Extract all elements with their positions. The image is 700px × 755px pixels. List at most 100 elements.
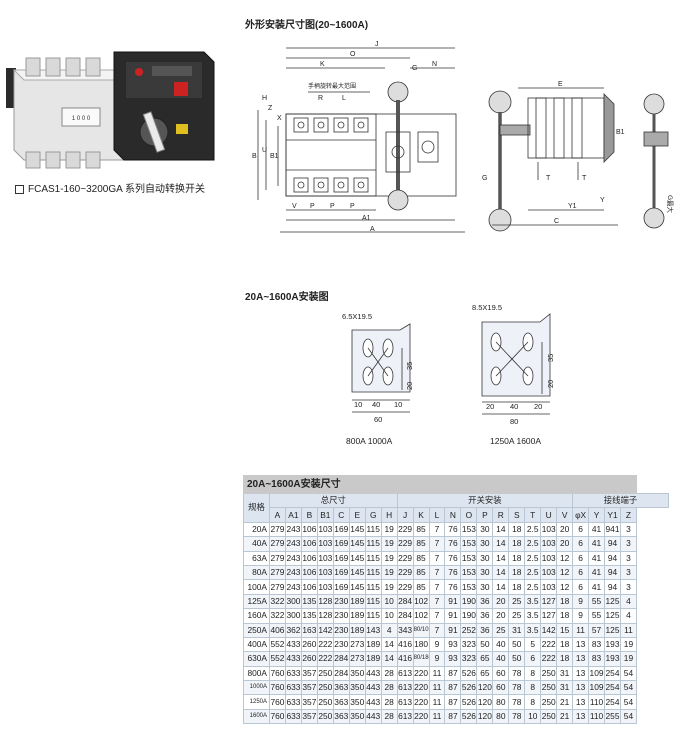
table-cell: 169 (332, 550, 350, 566)
table-cell: 243 (284, 579, 302, 595)
table-cell: 254 (604, 665, 621, 682)
table-cell: 11 (572, 622, 590, 638)
column-header: C (332, 507, 350, 523)
table-cell: 106 (300, 521, 318, 538)
table-cell: 760 (269, 708, 286, 725)
table-cell: 2.5 (524, 521, 542, 538)
table-cell: 433 (284, 651, 302, 667)
table-cell: 243 (284, 564, 302, 581)
table-cell: 115 (364, 521, 382, 538)
table-cell: 80/102 (412, 622, 430, 638)
table-cell: 362 (284, 622, 302, 638)
dim-A1: A1 (362, 215, 371, 222)
table-cell: 526 (460, 680, 478, 696)
table-cell: 36 (476, 608, 494, 624)
table-cell: 28 (380, 680, 398, 696)
side-dim-B1: B1 (616, 129, 625, 136)
table-cell: 142 (540, 622, 558, 638)
table-cell: 110 (588, 708, 606, 725)
table-cell: 189 (364, 651, 382, 667)
table-cell: 552 (269, 636, 286, 653)
table-cell: 7 (428, 608, 446, 624)
table-cell: 18 (508, 564, 526, 581)
table-cell: 250 (316, 680, 334, 696)
row-model: 125A (243, 593, 270, 610)
table-cell: 103 (316, 564, 334, 581)
table-cell: 153 (460, 536, 478, 552)
side-view-drawing: E B1 T T Y Y1 C G G最大 (478, 70, 678, 240)
table-cell: 115 (364, 550, 382, 566)
table-cell: 2.5 (524, 579, 542, 595)
table-cell: 350 (348, 680, 366, 696)
table-cell: 7 (428, 536, 446, 552)
table-cell: 633 (284, 694, 302, 710)
table-cell: 78 (508, 680, 526, 696)
table-cell: 363 (332, 708, 350, 725)
table-cell: 279 (269, 536, 286, 552)
column-header: φX (572, 507, 590, 523)
table-cell: 54 (619, 694, 637, 710)
row-model: 400A (243, 636, 270, 653)
group-header: 接线端子 (572, 492, 669, 509)
table-cell: 193 (604, 636, 621, 653)
side-dim-Y: Y (600, 197, 605, 204)
table-cell: 6 (572, 536, 590, 552)
dim-B1: B1 (270, 153, 279, 160)
dim-U: U (262, 147, 267, 154)
table-cell: 115 (364, 593, 382, 610)
left-d1: 10 (354, 400, 362, 409)
table-cell: 18 (508, 579, 526, 595)
column-header: T (524, 507, 542, 523)
table-cell: 229 (396, 536, 414, 552)
table-cell: 57 (588, 622, 606, 638)
table-cell: 343 (396, 622, 414, 638)
table-cell: 250 (540, 708, 558, 725)
row-model: 1600A (243, 708, 270, 725)
table-cell: 18 (556, 593, 574, 610)
table-cell: 145 (348, 564, 366, 581)
row-model: 100A (243, 579, 270, 595)
dim-J: J (375, 41, 379, 48)
left-base-dim: 20 (405, 382, 414, 390)
table-cell: 106 (300, 550, 318, 566)
table-cell: 103 (540, 521, 558, 538)
table-cell: 357 (300, 680, 318, 696)
table-cell: 153 (460, 521, 478, 538)
table-cell: 145 (348, 521, 366, 538)
table-cell: 416 (396, 651, 414, 667)
left-models: 800A 1000A (346, 436, 393, 446)
table-cell: 19 (380, 564, 398, 581)
table-cell: 230 (332, 636, 350, 653)
table-cell: 11 (428, 708, 446, 725)
column-header: J (396, 507, 414, 523)
table-cell: 135 (300, 593, 318, 610)
table-cell: 115 (364, 608, 382, 624)
table-cell: 94 (604, 536, 621, 552)
table-cell: 103 (316, 550, 334, 566)
right-d3: 20 (534, 402, 542, 411)
table-cell: 109 (588, 680, 606, 696)
table-cell: 18 (508, 550, 526, 566)
table-cell: 25 (508, 608, 526, 624)
table-cell: 142 (316, 622, 334, 638)
table-cell: 8 (524, 694, 542, 710)
table-cell: 103 (540, 536, 558, 552)
table-cell: 9 (428, 636, 446, 653)
table-cell: 229 (396, 550, 414, 566)
column-header: U (540, 507, 558, 523)
table-cell: 613 (396, 708, 414, 725)
table-cell: 10 (380, 608, 398, 624)
table-cell: 78 (508, 708, 526, 725)
table-cell: 65 (476, 651, 494, 667)
table-cell: 19 (619, 651, 637, 667)
table-cell: 85 (412, 521, 430, 538)
table-cell: 443 (364, 694, 382, 710)
dim-P-1: P (310, 203, 315, 210)
table-cell: 87 (444, 680, 462, 696)
install-plate-left: 6.5X19.5 35 20 10 40 10 60 (340, 310, 440, 428)
